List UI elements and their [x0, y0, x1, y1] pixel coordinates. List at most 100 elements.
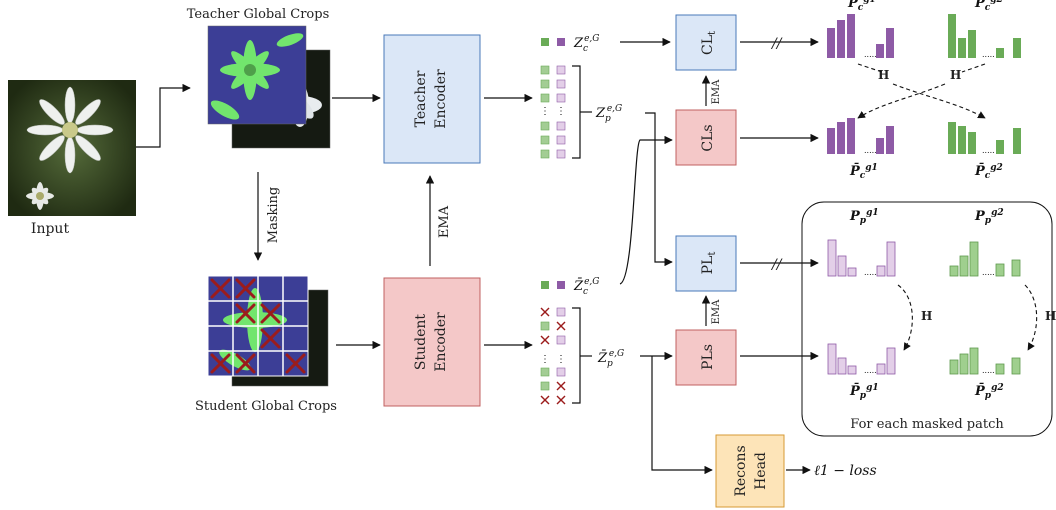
p-bar-c-g1-sub: c: [860, 171, 866, 181]
svg-text:.....: .....: [864, 146, 877, 155]
p-p-g2-sup: g2: [991, 208, 1004, 218]
cl-teacher-label: CL: [700, 35, 716, 55]
cross-arrow-g1: [892, 83, 986, 119]
z-p-student-sub: p: [607, 359, 613, 369]
teacher-crop-front: [207, 25, 307, 125]
arrow-input-to-crops: [136, 83, 191, 148]
student-class-tokens: [541, 281, 565, 289]
student-encoder: Student Encoder: [383, 277, 481, 407]
cross-arrow-g2: [857, 83, 946, 119]
p-bar-p-g1-symbol: P̄: [849, 382, 861, 399]
svg-text:CLs: CLs: [700, 124, 716, 151]
p-c-g2-sub: c: [985, 3, 991, 13]
svg-text:Recons: Recons: [733, 445, 749, 496]
p-bar-p-g2-sub: p: [985, 391, 992, 401]
svg-text:Encoder: Encoder: [433, 69, 449, 129]
p-bar-c-g2-sub: c: [985, 171, 991, 181]
z-p-teacher-sup: e,G: [607, 104, 622, 114]
svg-text:PLs: PLs: [700, 344, 716, 370]
z-p-student-symbol: Z̄: [597, 350, 608, 366]
teacher-encoder: Teacher Encoder: [383, 34, 481, 164]
z-c-teacher-symbol: Z: [573, 36, 584, 51]
teacher-crops-label: Teacher Global Crops: [187, 7, 330, 22]
z-c-student: Z̄ce,G: [573, 277, 599, 297]
p-c-g2-symbol: P: [974, 0, 986, 11]
h-dash-c2: [961, 63, 986, 73]
svg-text:Student: Student: [413, 314, 429, 370]
svg-text:.....: .....: [864, 50, 877, 59]
svg-text:CLt: CLt: [700, 31, 718, 55]
svg-text:Teacher: Teacher: [413, 70, 429, 127]
svg-text:.....: .....: [982, 268, 995, 277]
pl-student-head: PLs: [675, 329, 737, 386]
hist-pc-g1-student: [827, 118, 894, 154]
masked-patch-note: For each masked patch: [850, 417, 1004, 432]
z-c-teacher-sub: c: [583, 44, 588, 54]
teacher-class-tokens: [541, 38, 565, 46]
recons-head: Recons Head: [715, 434, 785, 508]
input-image: [8, 80, 136, 216]
z-p-student-sup: e,G: [609, 349, 624, 359]
p-p-g2-sub: p: [985, 216, 992, 226]
hist-pp-g1-student: [827, 343, 896, 375]
h-label-p1: H: [921, 309, 932, 323]
arrow-zp-student-to-recons: [651, 356, 713, 475]
pl-teacher-sub: t: [707, 252, 718, 256]
z-p-teacher-sub: p: [605, 114, 611, 124]
svg-text:⋮: ⋮: [540, 354, 550, 365]
svg-text:⋮: ⋮: [556, 106, 566, 117]
student-crops-label: Student Global Crops: [195, 399, 337, 414]
z-p-teacher: Zpe,G: [595, 104, 622, 124]
svg-text:Head: Head: [753, 452, 769, 490]
svg-text:⋮: ⋮: [540, 106, 550, 117]
p-c-g2-sup: g2: [990, 0, 1003, 5]
ema-label-encoders: EMA: [437, 205, 452, 238]
z-p-teacher-symbol: Z: [595, 106, 606, 121]
p-bar-c-g2-sup: g2: [990, 163, 1003, 173]
z-c-teacher: Zce,G: [573, 34, 599, 54]
h-dash-c1: [857, 63, 883, 73]
bracket-teacher-patches: [572, 65, 581, 159]
z-c-student-sub: c: [583, 287, 588, 297]
p-bar-c-g2-symbol: P̄: [974, 162, 986, 179]
cl-teacher-sub: t: [707, 31, 718, 35]
h-arrow-p1: [897, 284, 913, 351]
svg-text:.....: .....: [982, 146, 995, 155]
p-p-g1-symbol: P: [849, 209, 861, 224]
l1-loss-label: ℓ1 − loss: [814, 463, 877, 479]
svg-text:.....: .....: [864, 366, 877, 375]
hist-pc-g2-teacher: [948, 14, 1021, 58]
hist-pp-g2-student: [949, 347, 1021, 375]
ema-label-pl: EMA: [711, 299, 722, 325]
p-bar-p-g1-label: P̄pg1: [849, 382, 879, 401]
p-c-g1-sup: g1: [863, 0, 876, 5]
z-c-student-sup: e,G: [584, 277, 599, 287]
h-label-c1: H: [878, 68, 889, 82]
p-bar-c-g1-label: P̄cg1: [849, 162, 878, 181]
p-bar-p-g2-symbol: P̄: [974, 382, 986, 399]
masked-patch-group: [801, 201, 1053, 437]
p-p-g2-symbol: P: [974, 209, 986, 224]
ema-label-cl: EMA: [711, 79, 722, 105]
pl-teacher-head: PLt: [675, 235, 737, 292]
p-bar-p-g2-sup: g2: [991, 383, 1004, 393]
p-c-g2-label: Pcg2: [974, 0, 1003, 13]
p-bar-c-g1-symbol: P̄: [849, 162, 861, 179]
hist-pp-g2-teacher: [949, 241, 1021, 277]
h-arrow-p2: [1024, 284, 1038, 351]
p-p-g1-sup: g1: [866, 208, 879, 218]
masking-label: Masking: [266, 187, 281, 243]
p-c-g1-symbol: P: [847, 0, 859, 11]
svg-text:.....: .....: [982, 50, 995, 59]
cl-student-head: CLs: [675, 109, 737, 166]
p-bar-c-g2-label: P̄cg2: [974, 162, 1003, 181]
student-patch-tokens: ⋮ ⋮: [540, 307, 566, 405]
svg-text:PLt: PLt: [700, 252, 718, 275]
pl-teacher-label: PL: [700, 256, 716, 275]
svg-text:.....: .....: [982, 366, 995, 375]
p-p-g1-sub: p: [860, 216, 867, 226]
h-label-p2: H: [1045, 309, 1056, 323]
h-label-c2: H: [950, 68, 961, 82]
z-c-teacher-sup: e,G: [584, 34, 599, 44]
hist-pp-g1-teacher: [827, 239, 896, 277]
